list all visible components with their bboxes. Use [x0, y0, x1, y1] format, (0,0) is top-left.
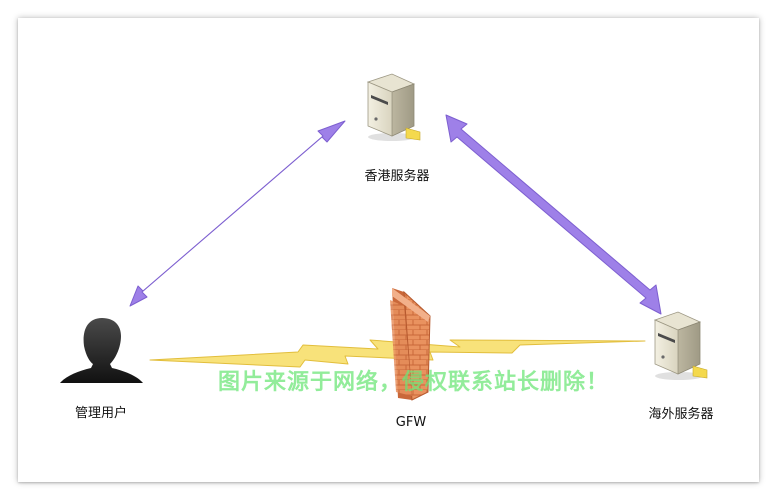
arrow-user-hk: [129, 120, 346, 307]
gfw-label: GFW: [395, 415, 427, 430]
hk-server-label: 香港服务器: [364, 169, 430, 184]
user-silhouette-icon: [60, 318, 143, 383]
arrow-hk-overseas: [445, 114, 662, 315]
watermark-overlay: 图片来源于网络，侵权联系站长删除！: [218, 370, 610, 395]
overseas-server-label: 海外服务器: [648, 407, 714, 422]
admin-user-label: 管理用户: [74, 406, 128, 421]
overseas-server-icon: [653, 311, 708, 380]
firewall-icon: [390, 288, 431, 401]
hk-server-icon: [366, 73, 421, 141]
